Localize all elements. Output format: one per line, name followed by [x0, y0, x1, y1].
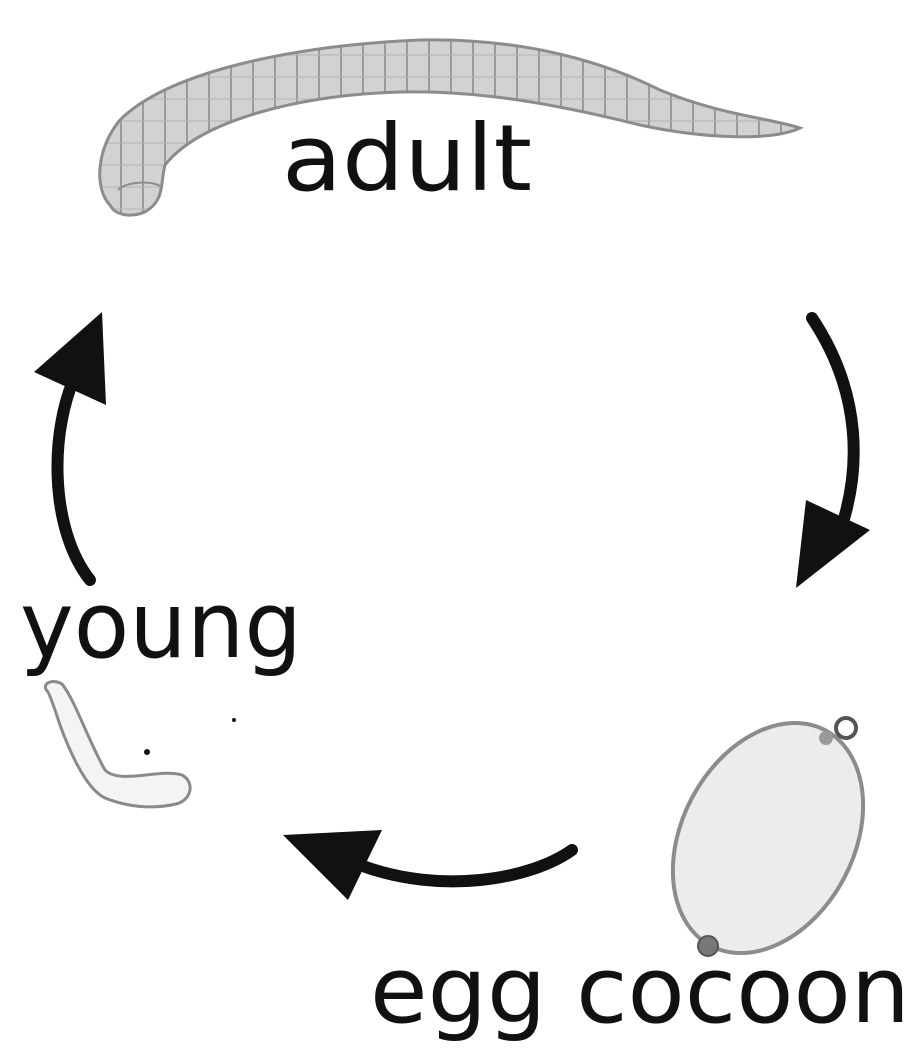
stage-label-adult: adult — [282, 105, 532, 212]
arrow-young-to-adult — [34, 312, 106, 580]
stage-label-egg-cocoon: egg cocoon — [370, 937, 910, 1044]
young-worm-illustration — [45, 682, 236, 807]
arrow-adult-to-cocoon — [796, 318, 870, 588]
stage-label-young: young — [20, 572, 302, 679]
arrow-cocoon-to-young — [283, 830, 572, 900]
